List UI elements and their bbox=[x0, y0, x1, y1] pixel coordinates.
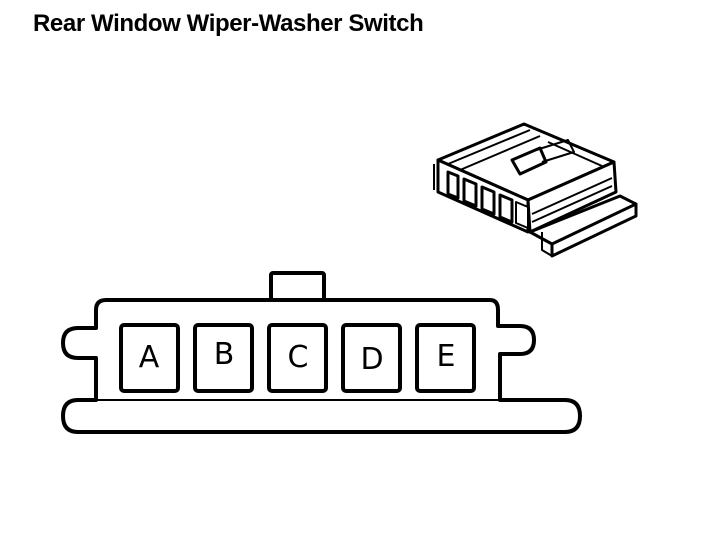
pin-cavities bbox=[119, 323, 476, 393]
pin-label-b: B bbox=[214, 337, 235, 372]
pin-cavity-b bbox=[193, 323, 254, 393]
pin-label-a: A bbox=[139, 340, 160, 375]
pin-cavity-d bbox=[341, 323, 402, 393]
pin-label-d: D bbox=[360, 342, 383, 377]
pin-cavity-a bbox=[119, 323, 180, 393]
pin-label-e: E bbox=[437, 339, 456, 374]
pin-label-c: C bbox=[288, 340, 309, 375]
diagram-title: Rear Window Wiper-Washer Switch bbox=[33, 10, 424, 37]
pin-labels: A B C D E bbox=[139, 337, 456, 377]
pin-cavity-e bbox=[415, 323, 476, 393]
pin-cavity-c bbox=[267, 323, 328, 393]
connector-isometric-illustration bbox=[433, 122, 638, 258]
